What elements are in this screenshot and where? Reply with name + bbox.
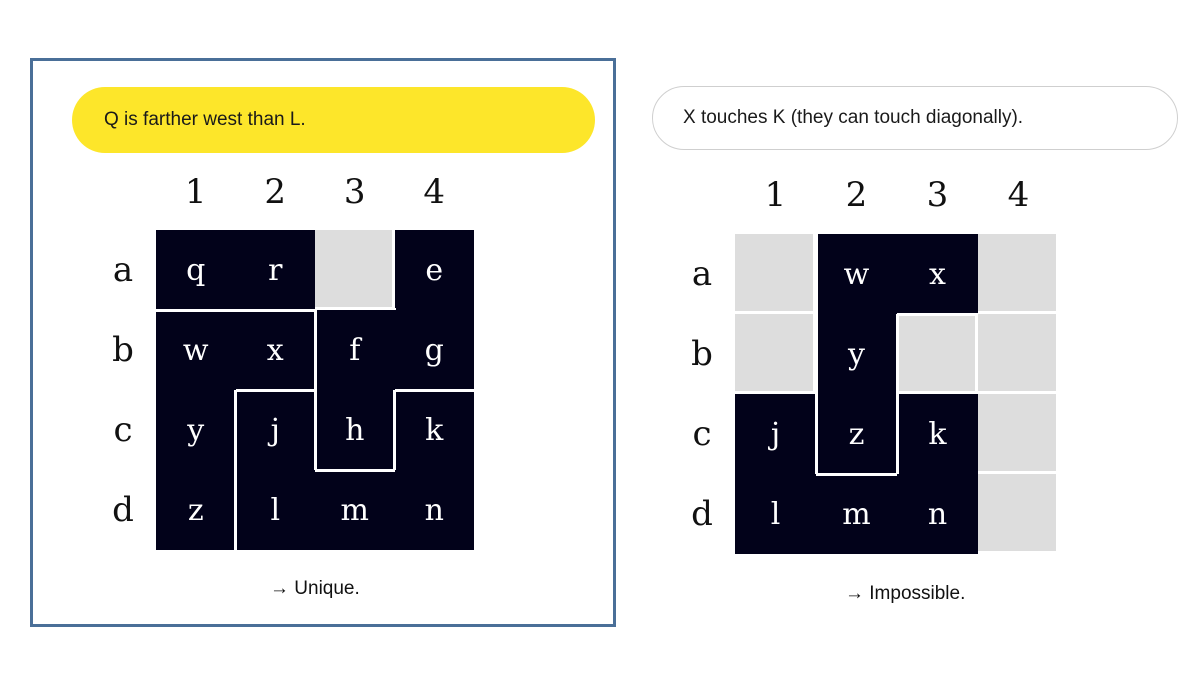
board-cell-w[interactable]: w: [156, 310, 236, 390]
board-cell-m[interactable]: m: [315, 470, 395, 550]
right-clue: X touches K (they can touch diagonally).: [652, 86, 1178, 150]
left-piece-boundary: [393, 390, 396, 470]
board-cell-n[interactable]: n: [394, 470, 474, 550]
board-cell-empty[interactable]: [978, 394, 1059, 474]
board-cell-empty[interactable]: [897, 314, 978, 394]
left-piece-boundary: [394, 388, 474, 392]
board-cell-y[interactable]: y: [816, 314, 897, 394]
left-piece-boundary: [235, 388, 315, 392]
left-row-label: a: [112, 250, 134, 290]
left-row-label: d: [112, 490, 134, 530]
left-piece-boundary: [156, 308, 315, 312]
left-piece-boundary: [234, 390, 237, 550]
selected-panel-frame: [30, 58, 616, 627]
right-result: → Impossible.: [845, 583, 966, 604]
board-cell-g[interactable]: g: [394, 310, 474, 390]
left-row-label: c: [113, 410, 133, 450]
board-cell-empty[interactable]: [315, 230, 395, 310]
right-row-label: c: [692, 414, 712, 454]
board-cell-k[interactable]: k: [897, 394, 978, 474]
right-piece-boundary: [895, 314, 899, 474]
left-piece-boundary: [393, 308, 396, 310]
left-piece-boundary: [313, 310, 317, 470]
left-col-label: 3: [343, 172, 366, 212]
right-row-label: d: [691, 494, 713, 534]
right-col-label: 1: [764, 175, 787, 215]
board-cell-empty[interactable]: [735, 234, 816, 314]
left-piece-boundary: [315, 468, 395, 472]
right-row-label: a: [691, 254, 713, 294]
board-cell-w[interactable]: w: [816, 234, 897, 314]
right-row-label: b: [691, 334, 713, 374]
right-col-label: 3: [926, 175, 949, 215]
board-cell-x[interactable]: x: [235, 310, 315, 390]
board-cell-empty[interactable]: [735, 314, 816, 394]
board-cell-z[interactable]: z: [156, 470, 236, 550]
left-col-label: 4: [423, 172, 446, 212]
board-cell-f[interactable]: f: [315, 310, 395, 390]
right-clue-text: X touches K (they can touch diagonally).: [683, 107, 1024, 128]
right-col-label: 4: [1007, 175, 1030, 215]
board-cell-z[interactable]: z: [816, 394, 897, 474]
left-clue: Q is farther west than L.: [72, 87, 595, 153]
board-cell-n[interactable]: n: [897, 474, 978, 554]
board-cell-x[interactable]: x: [897, 234, 978, 314]
right-col-label: 2: [845, 175, 868, 215]
board-cell-l[interactable]: l: [235, 470, 315, 550]
right-piece-boundary: [814, 234, 818, 474]
left-col-label: 2: [264, 172, 287, 212]
board-cell-empty[interactable]: [978, 474, 1059, 554]
board-cell-h[interactable]: h: [315, 390, 395, 470]
right-piece-boundary: [816, 472, 897, 476]
left-row-label: b: [112, 330, 134, 370]
board-cell-l[interactable]: l: [735, 474, 816, 554]
board-cell-empty[interactable]: [978, 234, 1059, 314]
board-cell-y[interactable]: y: [156, 390, 236, 470]
board-cell-j[interactable]: j: [735, 394, 816, 474]
board-cell-r[interactable]: r: [235, 230, 315, 310]
board-cell-empty[interactable]: [978, 314, 1059, 394]
board-cell-m[interactable]: m: [816, 474, 897, 554]
right-piece-boundary: [897, 312, 978, 316]
board-cell-k[interactable]: k: [394, 390, 474, 470]
board-cell-e[interactable]: e: [394, 230, 474, 310]
left-result: → Unique.: [270, 578, 360, 599]
left-clue-text: Q is farther west than L.: [104, 109, 306, 130]
left-col-label: 1: [184, 172, 207, 212]
board-cell-q[interactable]: q: [156, 230, 236, 310]
board-cell-j[interactable]: j: [235, 390, 315, 470]
